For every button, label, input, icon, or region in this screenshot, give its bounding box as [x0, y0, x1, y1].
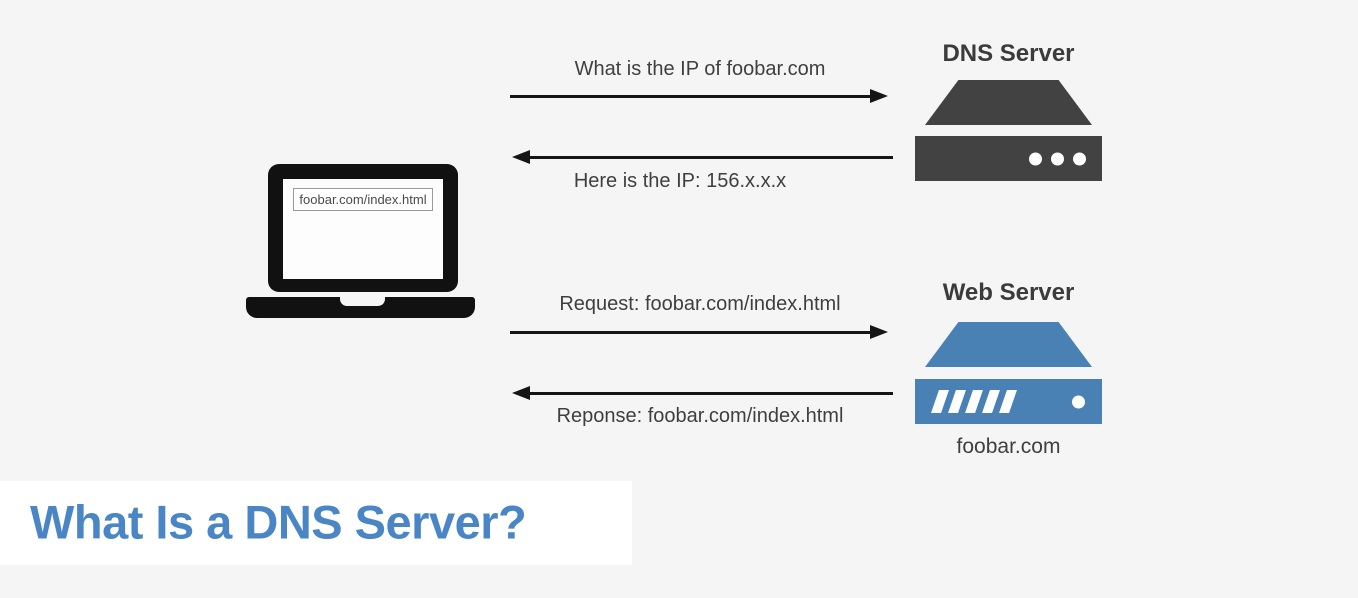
title-band: What Is a DNS Server?: [0, 481, 632, 565]
arrow-right-icon: [510, 89, 888, 103]
server-dots-icon: [1029, 152, 1086, 165]
dns-response-label: Here is the IP: 156.x.x.x: [573, 170, 787, 192]
dns-server-title: DNS Server: [942, 40, 1075, 67]
web-request-label: Request: foobar.com/index.html: [559, 293, 841, 315]
vent-icon: [965, 390, 983, 413]
page-title: What Is a DNS Server?: [30, 495, 527, 549]
web-server-icon: [925, 322, 1092, 367]
arrowhead-left-icon: [512, 386, 530, 400]
arrowhead-right-icon: [870, 89, 888, 103]
vent-icon: [931, 390, 949, 413]
browser-address-bar: foobar.com/index.html: [293, 188, 433, 211]
arrowhead-left-icon: [512, 150, 530, 164]
dns-server-chassis: [915, 136, 1102, 181]
arrowhead-right-icon: [870, 325, 888, 339]
arrow-left-icon: [512, 150, 893, 164]
arrow-line: [510, 94, 872, 98]
web-server-domain: foobar.com: [956, 435, 1061, 458]
dot-icon: [1072, 395, 1085, 408]
dot-icon: [1073, 152, 1086, 165]
laptop-notch: [340, 297, 385, 306]
arrow-line: [510, 330, 872, 334]
arrow-left-icon: [512, 386, 893, 400]
arrow-line: [528, 391, 893, 395]
arrow-right-icon: [510, 325, 888, 339]
dot-icon: [1051, 152, 1064, 165]
laptop-screen-display: foobar.com/index.html: [283, 179, 443, 279]
vent-icon: [948, 390, 966, 413]
dns-server-icon: [925, 80, 1092, 125]
web-server-chassis: [915, 379, 1102, 424]
vent-icon: [999, 390, 1017, 413]
laptop-icon: foobar.com/index.html: [268, 164, 458, 292]
web-response-label: Reponse: foobar.com/index.html: [556, 405, 844, 427]
laptop-base: [246, 297, 475, 318]
web-server-title: Web Server: [942, 279, 1075, 306]
vent-icon: [982, 390, 1000, 413]
dns-request-label: What is the IP of foobar.com: [574, 58, 826, 80]
arrow-line: [528, 155, 893, 159]
server-vents-icon: [931, 390, 1017, 413]
dot-icon: [1029, 152, 1042, 165]
